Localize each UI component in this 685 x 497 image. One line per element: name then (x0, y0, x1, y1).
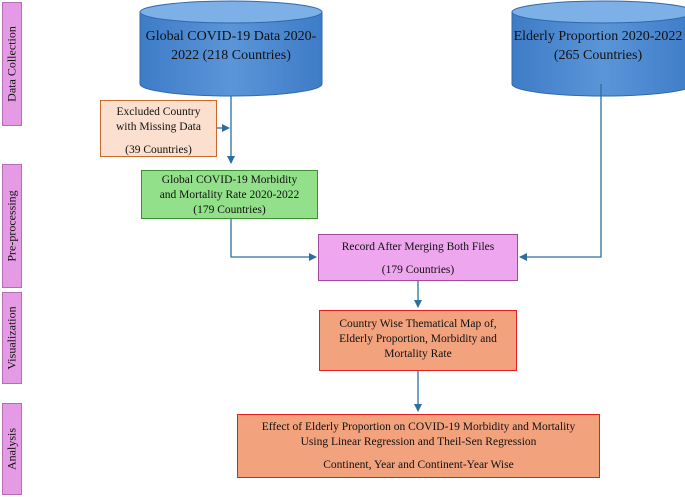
section-label: Pre-processing (4, 190, 19, 262)
section-analysis: Analysis (2, 403, 22, 495)
covid-data-label: Global COVID-19 Data 2020-2022 (218 Coun… (145, 29, 317, 63)
elderly-data-label: Elderly Proportion 2020-2022 (265 Countr… (513, 29, 683, 63)
section-pre-processing: Pre-processing (2, 164, 22, 288)
elderly-data-cylinder (511, 0, 685, 97)
section-label: Analysis (4, 428, 19, 470)
analysis-box: Effect of Elderly Proportion on COVID-19… (237, 414, 600, 478)
section-visualization: Visualization (2, 292, 22, 384)
section-label: Data Collection (4, 26, 19, 102)
covid-data-cylinder (139, 0, 323, 97)
merged-records-box: Record After Merging Both Files (179 Cou… (318, 234, 518, 281)
excluded-countries-box: Excluded Country with Missing Data (39 C… (100, 100, 217, 157)
section-data-collection: Data Collection (2, 2, 22, 126)
morbidity-mortality-box: Global COVID-19 Morbidity and Mortality … (141, 170, 318, 219)
thematic-map-box: Country Wise Thematical Map of, Elderly … (319, 310, 517, 371)
arrow-morbidity-to-merged (230, 219, 317, 261)
arrow-elderly-to-merged (519, 84, 602, 261)
section-label: Visualization (4, 306, 19, 370)
